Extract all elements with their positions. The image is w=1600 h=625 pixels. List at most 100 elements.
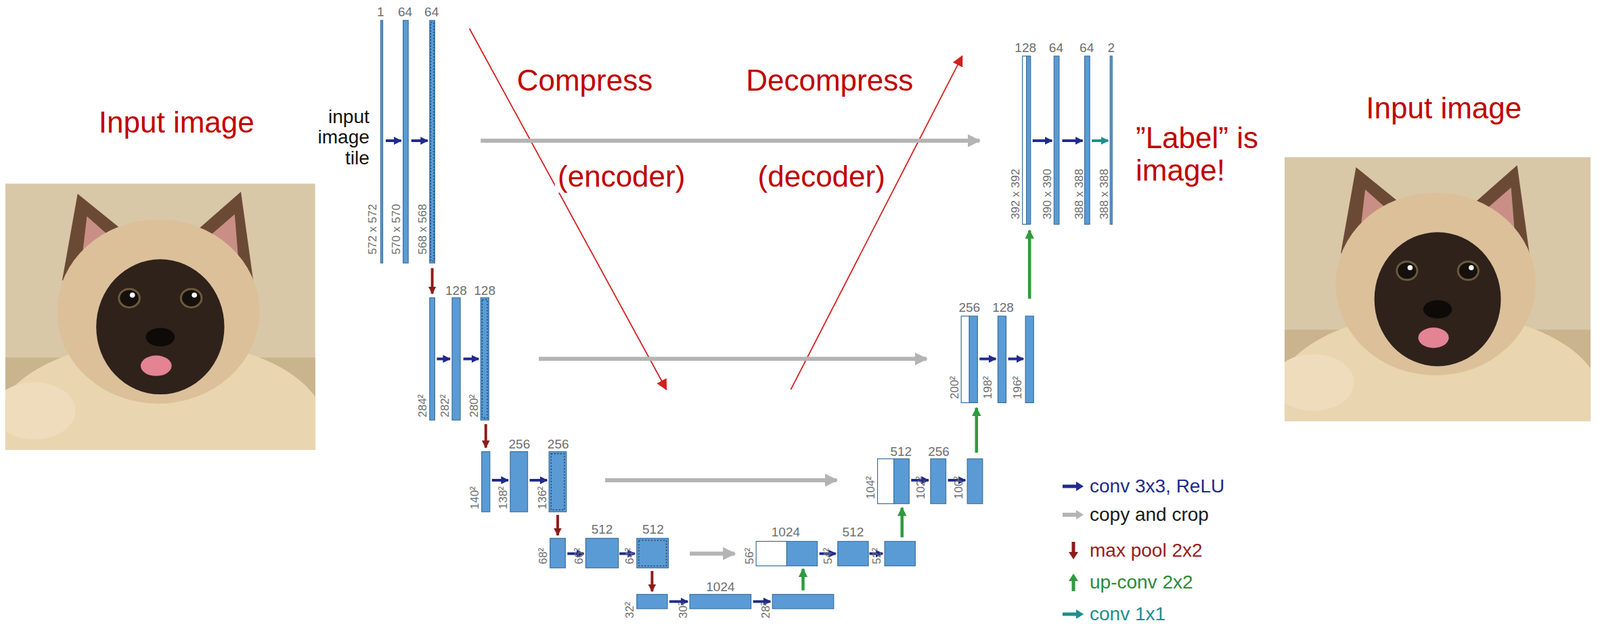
feature-map (548, 452, 567, 513)
channel-count: 128 (1014, 40, 1037, 55)
decompress-line (790, 56, 962, 390)
legend-arrow-head (1076, 609, 1084, 620)
copied-map (877, 458, 895, 504)
upconv-arrow (900, 508, 904, 539)
legend-item: max pool 2x2 (1061, 540, 1203, 562)
feature-map (550, 538, 566, 569)
legend-arrow (1061, 540, 1086, 562)
feature-map (772, 594, 834, 610)
conv1x1-arrow (1091, 139, 1108, 143)
copy-arrow (480, 138, 980, 143)
conv-arrow (529, 479, 548, 482)
channel-count: 64 (1049, 40, 1064, 55)
conv-arrow (492, 479, 509, 482)
upconv-arrow (801, 569, 805, 591)
input-caption: input image tile (301, 106, 370, 169)
channel-count: 512 (642, 522, 664, 537)
map-size: 64² (624, 547, 636, 565)
feature-map (480, 297, 489, 421)
feature-map (636, 538, 669, 569)
compress-line (469, 28, 667, 390)
annotation-text: Input image (1363, 92, 1525, 125)
copied-map (961, 316, 970, 403)
crop-region (638, 540, 667, 567)
feature-map (403, 20, 409, 264)
map-size: 30² (676, 601, 689, 619)
annotation-text: Input image (96, 106, 258, 139)
maxpool-arrow (650, 571, 654, 592)
legend-arrow-shaft (1062, 612, 1077, 616)
upconv-arrow (1028, 230, 1032, 300)
copy-arrow (605, 478, 837, 483)
map-size: 138² (497, 486, 509, 510)
legend-text: conv 1x1 (1089, 603, 1166, 625)
channel-count: 256 (508, 437, 531, 453)
map-size: 284² (416, 394, 429, 418)
feature-map (1026, 56, 1031, 225)
conv-arrow (411, 139, 428, 143)
legend-item: conv 3x3, ReLU (1061, 475, 1225, 498)
conv-arrow (385, 139, 402, 143)
conv-arrow (463, 358, 480, 361)
legend-text: copy and crop (1089, 504, 1209, 526)
channel-count: 256 (547, 437, 570, 453)
legend-text: up-conv 2x2 (1089, 571, 1194, 594)
legend-arrow-shaft (1072, 580, 1076, 592)
legend-text: max pool 2x2 (1089, 540, 1203, 562)
feature-map (894, 458, 910, 504)
map-size: 140² (469, 486, 481, 510)
map-size: 282² (439, 394, 451, 418)
copied-map (1022, 56, 1027, 225)
channel-count: 512 (890, 444, 912, 459)
crop-region (550, 454, 565, 511)
feature-map (1053, 56, 1060, 225)
channel-count: 256 (927, 444, 950, 459)
legend-arrow-head (1076, 481, 1084, 492)
feature-map (969, 316, 978, 403)
copy-arrow (538, 357, 927, 362)
channel-count: 128 (445, 283, 468, 298)
feature-map (429, 20, 436, 264)
map-size: 388 x 388 (1098, 168, 1110, 220)
map-size: 198² (982, 376, 994, 400)
upconv-arrow (975, 408, 979, 453)
maxpool-arrow (556, 515, 560, 536)
map-size: 32² (624, 601, 636, 619)
map-size: 136² (536, 486, 548, 510)
map-size: 200² (948, 376, 960, 400)
legend-arrow-head (1068, 573, 1079, 582)
map-size: 388 x 388 (1072, 168, 1085, 220)
copied-map (756, 541, 787, 566)
feature-map (967, 458, 983, 504)
legend-arrow-head (1068, 552, 1079, 560)
legend-text: conv 3x3, ReLU (1089, 475, 1225, 498)
channel-count: 128 (473, 283, 496, 298)
feature-map (481, 452, 491, 513)
channel-count: 1024 (705, 580, 735, 595)
map-size: 52² (871, 547, 883, 565)
conv-arrow (1061, 139, 1083, 143)
channel-count: 128 (992, 301, 1014, 316)
cat-photo (1272, 157, 1600, 486)
cat-photo (0, 183, 326, 515)
channel-count: 256 (958, 301, 981, 316)
map-size: 390 x 390 (1040, 168, 1053, 220)
legend-arrow (1061, 476, 1086, 497)
channel-count: 1 (376, 5, 385, 20)
legend-item: copy and crop (1061, 504, 1209, 526)
map-size: 28² (759, 601, 771, 619)
legend-arrow-shaft (1062, 485, 1077, 489)
feature-map (930, 458, 947, 504)
feature-map (884, 541, 916, 566)
crop-region (481, 299, 488, 419)
legend-item: up-conv 2x2 (1061, 571, 1194, 594)
legend-arrow (1061, 504, 1086, 526)
map-size: 392 x 392 (1009, 168, 1022, 220)
feature-map (585, 538, 618, 569)
conv-arrow (1032, 139, 1053, 143)
feature-map (380, 20, 383, 264)
annotation-text: ”Label” is image! (1135, 121, 1282, 187)
conv-arrow (979, 358, 996, 361)
feature-map (689, 594, 751, 610)
legend-arrow-shaft (1062, 513, 1077, 518)
